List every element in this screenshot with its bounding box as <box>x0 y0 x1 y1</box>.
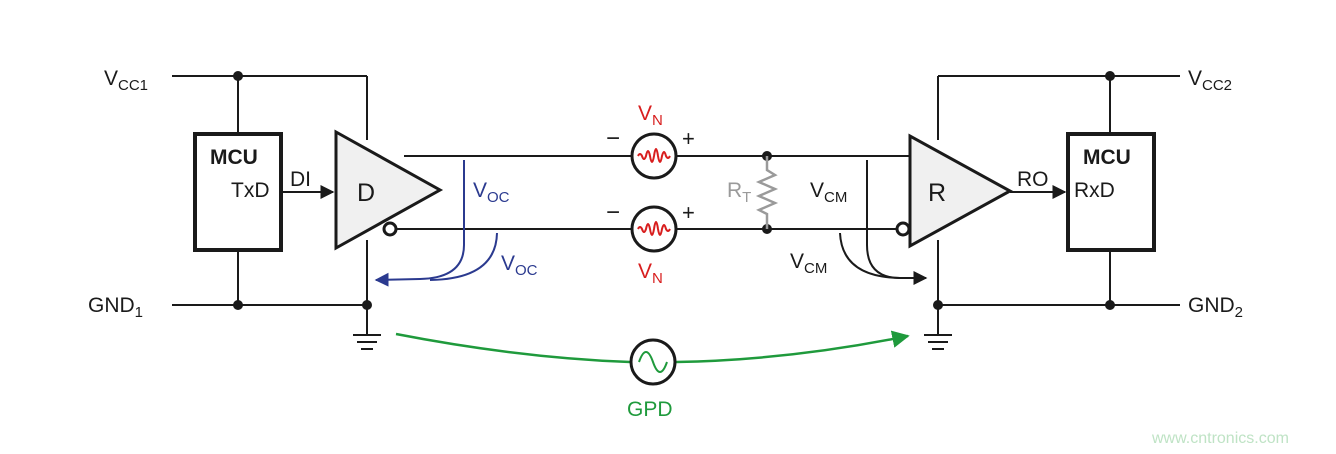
voc-bottom-label: VOC <box>501 252 538 279</box>
junction-dot <box>362 300 372 310</box>
noise-top-label: VN <box>638 102 663 129</box>
ground-icon <box>353 334 381 350</box>
gnd1-label: GND1 <box>88 294 143 321</box>
junction-dot <box>1105 71 1115 81</box>
junction-dot <box>233 300 243 310</box>
bus: − + VN − + VN RT VOC VOC <box>374 102 928 287</box>
vcm-top-label: VCM <box>810 179 847 206</box>
vcm-arrow-bottom <box>839 232 901 279</box>
receiver-inverting-bubble <box>895 221 911 237</box>
noise-source-icon <box>630 132 678 180</box>
ro-label: RO <box>1017 168 1049 191</box>
mcu1-title: MCU <box>210 146 258 169</box>
vcm-bottom-label: VCM <box>790 250 827 277</box>
junction-dot <box>933 300 943 310</box>
resistor-icon <box>755 156 779 229</box>
sine-source-icon <box>629 338 677 386</box>
gpd-arrow-left <box>395 332 631 364</box>
vcc2-label: VCC2 <box>1188 67 1232 94</box>
mcu2-title: MCU <box>1083 146 1131 169</box>
ground-icon <box>924 334 952 350</box>
receiver-triangle <box>908 133 1014 249</box>
noise-bottom-label: VN <box>638 260 663 287</box>
junction-dot <box>1105 300 1115 310</box>
watermark: www.cntronics.com <box>1151 430 1289 447</box>
di-label: DI <box>290 168 311 191</box>
mcu1-pin: TxD <box>231 179 270 202</box>
noise-bottom-plus: + <box>682 200 695 225</box>
noise-top-plus: + <box>682 126 695 151</box>
voc-top-label: VOC <box>473 179 510 206</box>
right-node: VCC2 GND2 R RO MCU RxD <box>895 67 1243 350</box>
driver-inverting-bubble <box>382 221 398 237</box>
voc-arrow-top <box>374 160 465 287</box>
gnd2-label: GND2 <box>1188 294 1243 321</box>
junction-dot <box>233 71 243 81</box>
rt-label: RT <box>727 179 751 206</box>
receiver-label: R <box>928 179 946 207</box>
noise-source-icon <box>630 205 678 253</box>
driver-label: D <box>357 179 375 207</box>
left-node: VCC1 GND1 MCU TxD DI D <box>88 67 444 350</box>
gpd-arrow-right <box>675 330 910 364</box>
mcu2-block <box>1066 132 1156 252</box>
noise-bottom-minus: − <box>606 199 620 226</box>
noise-top-minus: − <box>606 125 620 152</box>
gpd-label: GPD <box>627 398 673 421</box>
vcc1-label: VCC1 <box>104 67 148 94</box>
driver-triangle <box>334 129 444 251</box>
voc-arrow-bottom <box>429 232 498 281</box>
gpd: GPD <box>395 330 910 421</box>
mcu2-pin: RxD <box>1074 179 1115 202</box>
